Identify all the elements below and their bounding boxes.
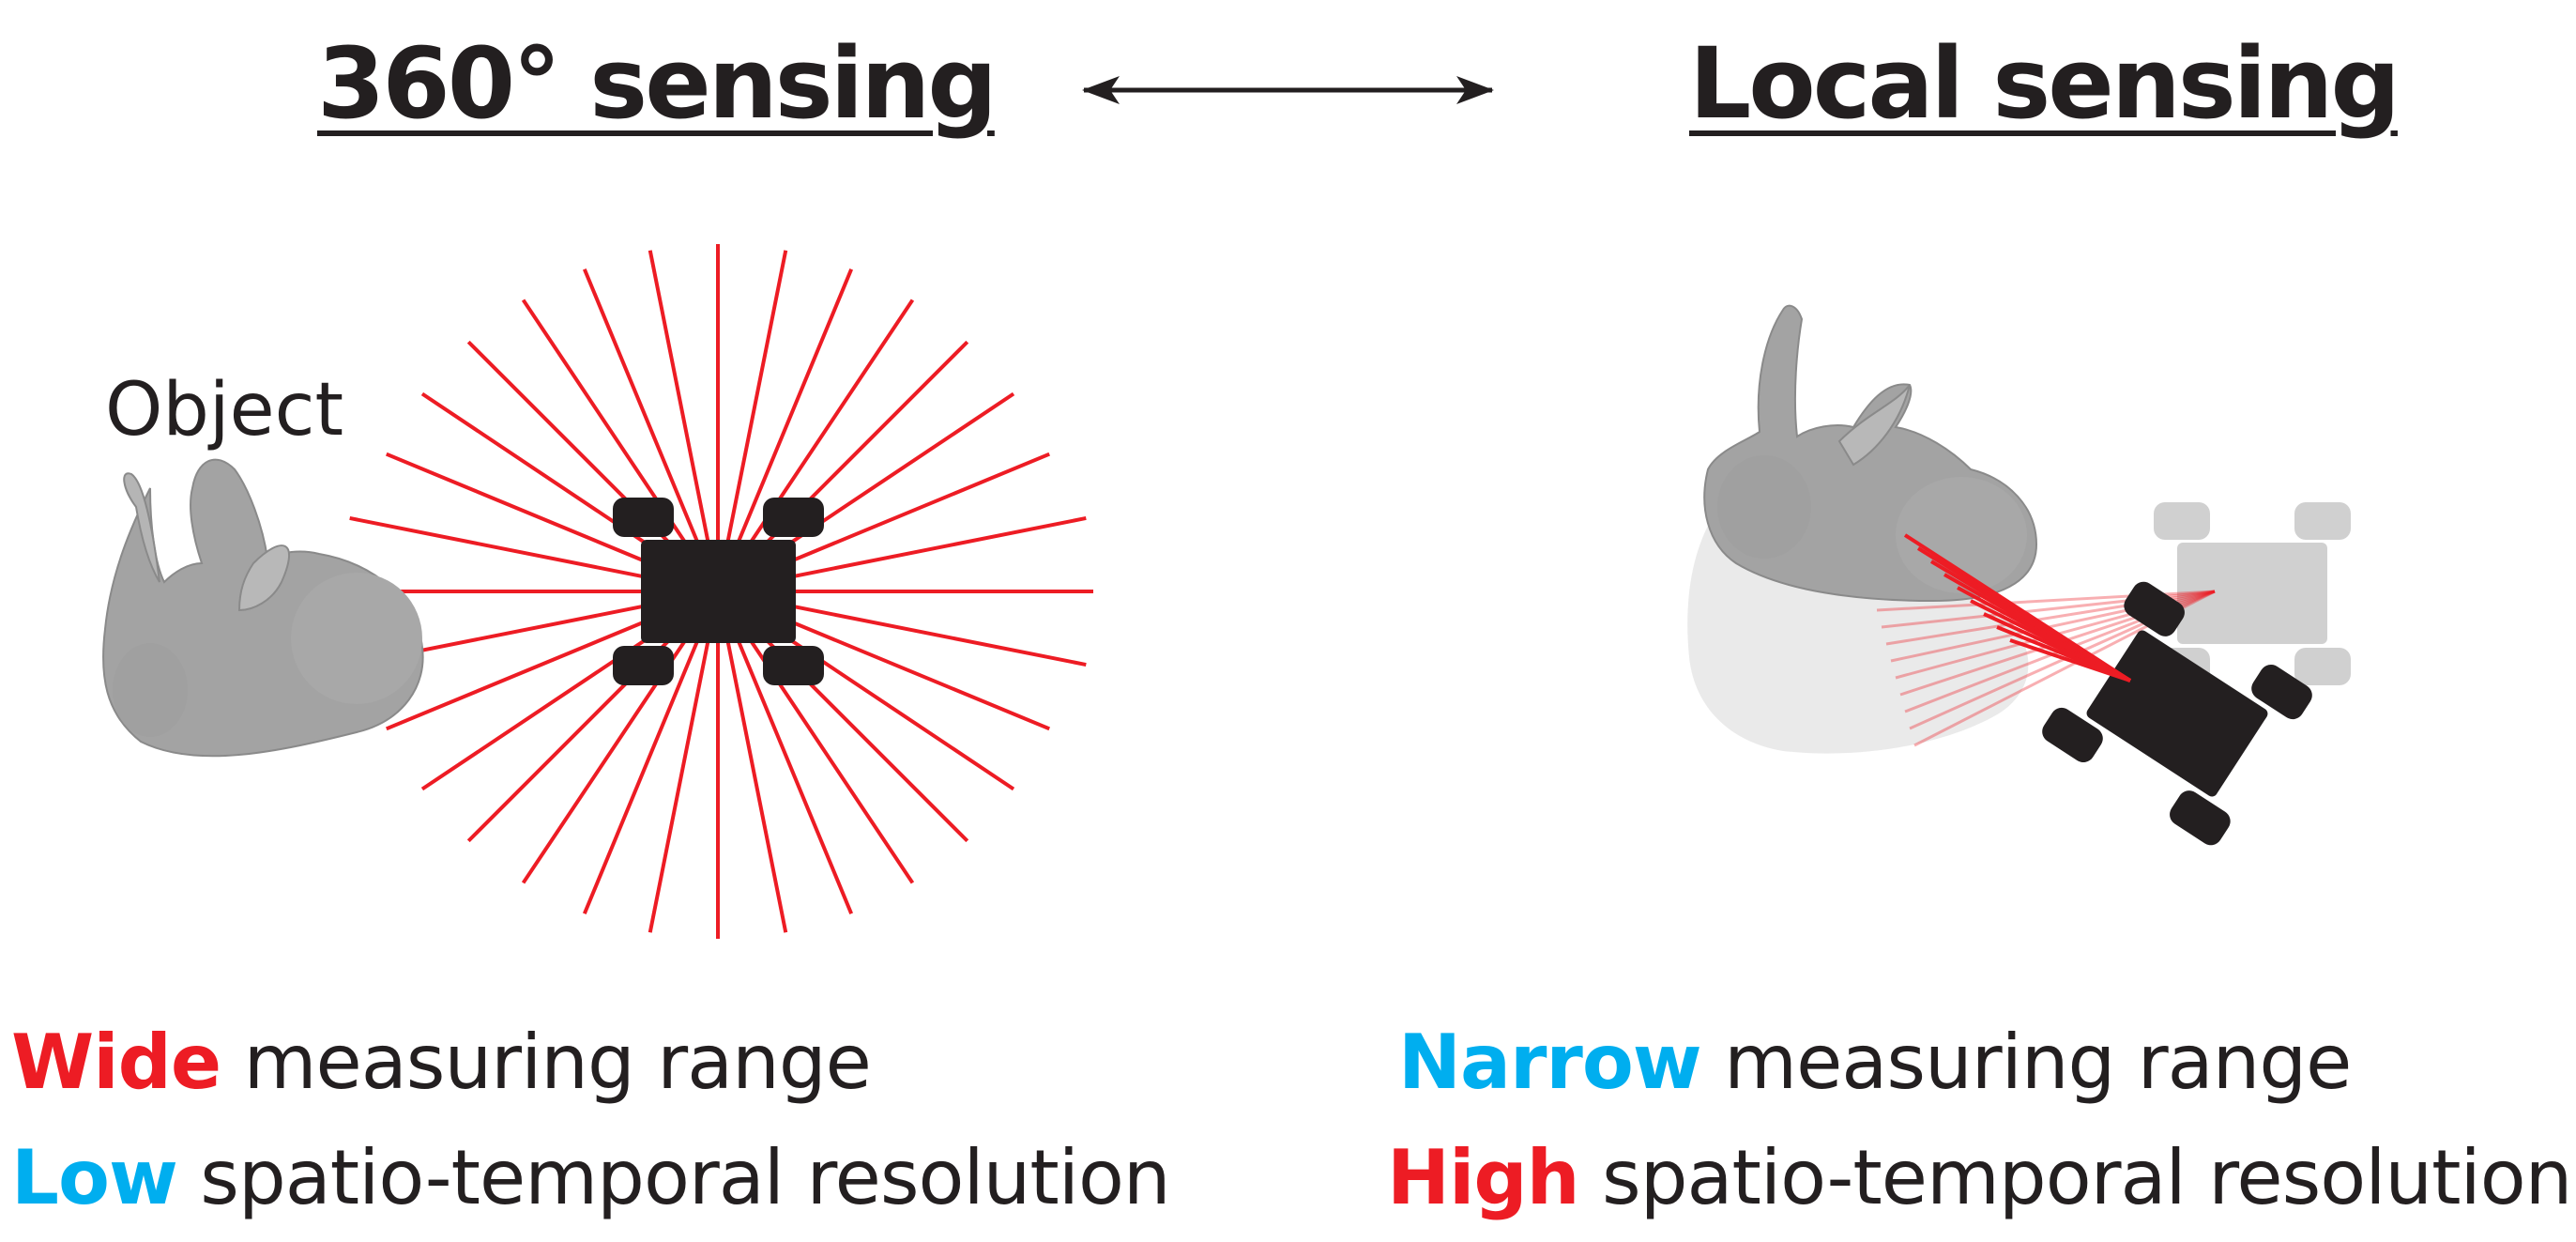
caption-keyword-low: Low bbox=[11, 1134, 178, 1221]
caption-keyword-narrow: Narrow bbox=[1398, 1019, 1702, 1106]
sensing-ray bbox=[716, 590, 788, 933]
sensing-rays-local bbox=[1903, 533, 2132, 682]
caption-keyword-high: High bbox=[1387, 1134, 1580, 1221]
sensing-ray bbox=[648, 590, 720, 933]
caption-right-line1: Narrow measuring range bbox=[1398, 1019, 2352, 1106]
sensing-ray bbox=[716, 590, 854, 915]
caption-right-line2: High spatio-temporal resolution bbox=[1387, 1134, 2572, 1221]
caption-left-line2: Low spatio-temporal resolution bbox=[11, 1134, 1171, 1221]
title-local-sensing: Local sensing bbox=[1689, 26, 2401, 141]
object-label: Object bbox=[105, 368, 344, 452]
title-360-sensing: 360° sensing bbox=[317, 26, 998, 141]
caption-text: spatio-temporal resolution bbox=[176, 1134, 1170, 1221]
caption-text: measuring range bbox=[221, 1019, 872, 1106]
sensing-ray bbox=[582, 268, 720, 592]
caption-text: measuring range bbox=[1700, 1019, 2352, 1106]
caption-left-line1: Wide measuring range bbox=[11, 1019, 872, 1106]
sensing-ray bbox=[648, 250, 720, 592]
robot-360 bbox=[613, 498, 824, 685]
sensing-ray bbox=[716, 250, 788, 592]
object-bunny-ghost bbox=[1687, 525, 2029, 754]
caption-keyword-wide: Wide bbox=[11, 1019, 221, 1106]
object-bunny-left bbox=[102, 458, 424, 758]
sensing-ray bbox=[716, 268, 854, 592]
sensing-ray bbox=[2009, 638, 2131, 682]
robot-local bbox=[2042, 581, 2312, 846]
object-bunny-right bbox=[1703, 304, 2038, 603]
caption-text: spatio-temporal resolution bbox=[1578, 1134, 2572, 1221]
sensing-ray bbox=[582, 590, 720, 915]
